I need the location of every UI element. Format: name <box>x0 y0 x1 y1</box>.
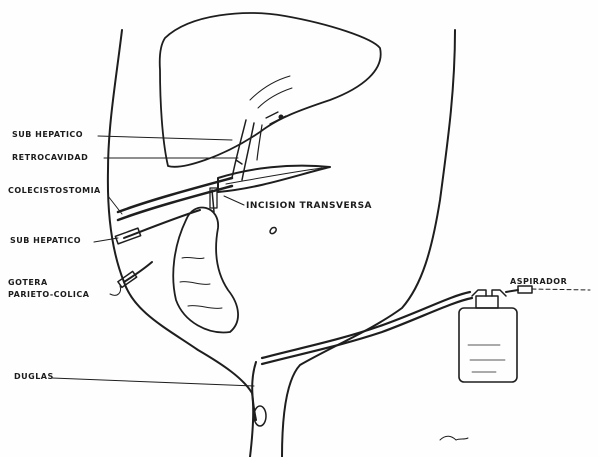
liver-shape <box>160 13 381 167</box>
label-parieto-colica: PARIETO-COLICA <box>8 290 89 299</box>
label-sub-hepatico-upper: SUB HEPATICO <box>12 130 83 139</box>
label-sub-hepatico-lower: SUB HEPATICO <box>10 236 81 245</box>
drain-tube-3 <box>124 262 152 282</box>
suction-tube <box>262 292 470 358</box>
drain-tube-1 <box>118 178 232 212</box>
label-gotera: GOTERA <box>8 278 48 287</box>
leader-incision <box>224 196 244 205</box>
torso-right-edge <box>282 30 455 457</box>
torso-left-edge <box>108 30 253 457</box>
leader-colecistostomia <box>108 196 122 214</box>
leader-sub-hepatico-1 <box>98 136 232 140</box>
leader-sub-hepatico-2 <box>94 238 118 242</box>
label-retrocavidad: RETROCAVIDAD <box>12 153 88 162</box>
leader-duglas <box>52 378 254 386</box>
label-colecistostomia: COLECISTOSTOMIA <box>8 186 101 195</box>
ascending-colon <box>173 208 238 333</box>
leader-gotera <box>110 286 121 295</box>
label-incision-transversa: INCISION TRANSVERSA <box>246 201 372 211</box>
label-duglas: DUGLAS <box>14 372 54 381</box>
label-aspirador: ASPIRADOR <box>510 277 567 286</box>
